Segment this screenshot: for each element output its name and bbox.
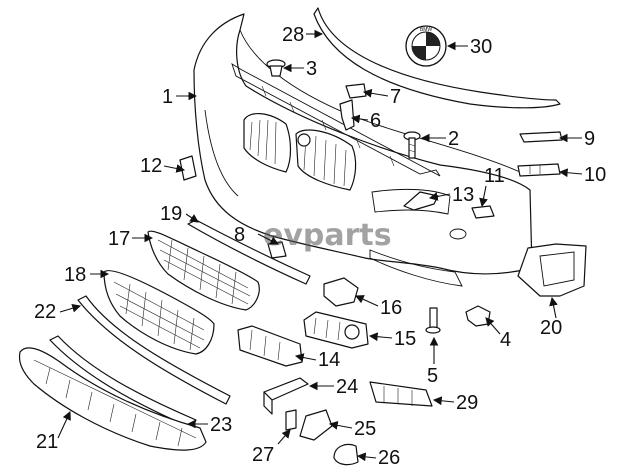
callout-17: 17 xyxy=(108,228,130,250)
callout-16: 16 xyxy=(380,297,402,319)
part-18-lower-grille xyxy=(103,270,215,355)
callout-27: 27 xyxy=(252,444,274,466)
callout-11: 11 xyxy=(484,165,505,187)
part-21-absorber xyxy=(18,347,207,451)
callout-4: 4 xyxy=(500,329,511,351)
emblem-letters: BMW xyxy=(420,27,433,33)
part-14-side-grille xyxy=(237,325,303,367)
part-20-side-bracket xyxy=(517,243,587,297)
part-26-cap xyxy=(333,443,359,466)
callout-20: 20 xyxy=(540,317,562,339)
part-11-cap xyxy=(471,205,495,219)
part-5-pin xyxy=(425,307,441,334)
callout-15: 15 xyxy=(394,328,416,350)
callout-12: 12 xyxy=(140,155,162,177)
callout-2: 2 xyxy=(448,128,459,150)
part-1-bumper-cover xyxy=(193,13,533,287)
callout-1: 1 xyxy=(162,86,173,108)
part-2-screw xyxy=(403,131,421,159)
part-7-bracket xyxy=(345,83,367,99)
callout-7: 7 xyxy=(390,86,401,108)
part-15-fog-grille xyxy=(303,311,369,349)
part-6-bracket xyxy=(339,99,355,131)
part-12-tab xyxy=(179,155,197,181)
callout-29: 29 xyxy=(456,392,478,414)
part-30-emblem: BMW xyxy=(405,25,447,67)
callout-21: 21 xyxy=(36,431,58,453)
watermark: evparts xyxy=(263,218,392,253)
callout-22: 22 xyxy=(34,301,56,323)
part-4-bracket xyxy=(465,305,491,327)
part-17-grille xyxy=(147,230,260,311)
callout-23: 23 xyxy=(210,414,232,436)
callout-24: 24 xyxy=(336,376,358,398)
part-29-reflector xyxy=(369,381,433,407)
callout-14: 14 xyxy=(318,349,340,371)
part-16-cover xyxy=(323,277,359,307)
part-24-bracket xyxy=(263,377,309,415)
callout-30: 30 xyxy=(470,36,492,58)
callout-10: 10 xyxy=(584,164,606,186)
callout-6: 6 xyxy=(370,110,381,132)
callout-26: 26 xyxy=(378,447,400,469)
part-9-strip xyxy=(519,131,563,143)
part-28-trim-strip xyxy=(313,7,561,109)
callout-3: 3 xyxy=(306,58,317,80)
part-25-bracket xyxy=(299,409,333,441)
callout-9: 9 xyxy=(584,128,595,150)
callout-19: 19 xyxy=(160,203,182,225)
part-3-clip xyxy=(266,59,286,77)
callout-13: 13 xyxy=(452,184,474,206)
callout-18: 18 xyxy=(64,264,86,286)
callout-5: 5 xyxy=(427,365,438,387)
callout-8: 8 xyxy=(234,224,245,246)
part-22-lower-strip xyxy=(77,295,231,405)
callout-labels: 1 2 3 4 5 6 7 8 9 10 11 12 13 14 15 16 1… xyxy=(34,24,606,469)
part-19-trim-strip xyxy=(187,219,311,285)
callout-25: 25 xyxy=(354,418,376,440)
callout-28: 28 xyxy=(282,24,304,46)
part-10-strip xyxy=(517,163,561,177)
part-27-tab xyxy=(285,409,297,431)
leader-lines xyxy=(57,29,583,462)
